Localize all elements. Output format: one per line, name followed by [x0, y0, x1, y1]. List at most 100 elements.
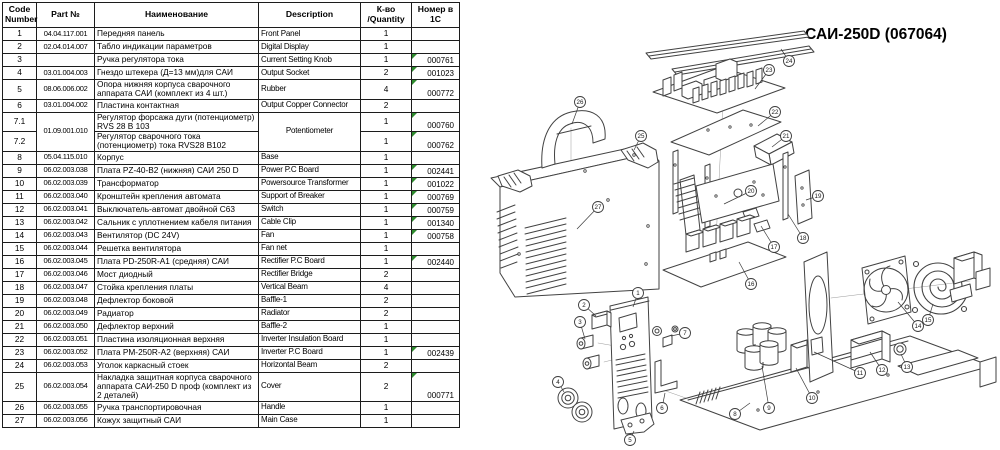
- cell-code: 2: [2, 40, 37, 54]
- cell-part: 06.02.003.046: [36, 267, 95, 282]
- cell-name: Сальник с уплотнением кабеля питания: [94, 215, 259, 230]
- cell-1c-number: 001023: [411, 66, 460, 80]
- cell-code: 16: [2, 254, 37, 269]
- cell-1c-number: 000772: [411, 79, 460, 100]
- cell-part: 06.02.003.056: [36, 413, 95, 428]
- cell-part: 06.02.003.053: [36, 358, 95, 373]
- callout-9: 9: [761, 365, 775, 414]
- cell-part: 06.02.003.052: [36, 345, 95, 360]
- svg-text:22: 22: [772, 109, 779, 116]
- cell-code: 19: [2, 293, 37, 308]
- cell-code: 3: [2, 53, 37, 67]
- cell-code: 6: [2, 98, 37, 113]
- cell-1c-number: [411, 27, 460, 41]
- cell-name: Радиатор: [94, 306, 259, 321]
- cell-1c-number: 000759: [411, 202, 460, 217]
- svg-text:11: 11: [857, 370, 864, 377]
- green-corner-marker: [412, 80, 417, 85]
- cell-description: Fan: [258, 228, 361, 243]
- green-corner-marker: [412, 216, 417, 222]
- column-header-2: Наименование: [94, 2, 259, 28]
- cell-1c-number: 001340: [411, 215, 460, 230]
- cell-name: Накладка защитная корпуса сварочного апп…: [94, 371, 259, 402]
- cell-quantity: 1: [360, 163, 412, 178]
- cell-quantity: 2: [360, 371, 412, 402]
- cell-description: Vertical Beam: [258, 280, 361, 295]
- cell-1c-number: [411, 280, 460, 295]
- cell-part: 06.02.003.050: [36, 319, 95, 334]
- cell-description: Radiator: [258, 306, 361, 321]
- cell-name: Регулятор форсажа дуги (потенциометр) RV…: [94, 111, 259, 133]
- green-corner-marker: [412, 346, 417, 352]
- cell-code: 22: [2, 332, 37, 347]
- cell-quantity: 1: [360, 202, 412, 217]
- callout-23: 23: [754, 64, 775, 90]
- cell-description: Handle: [258, 400, 361, 415]
- cell-code: 12: [2, 202, 37, 217]
- cell-quantity: 2: [360, 306, 412, 321]
- column-header-4: К-во /Quantity: [360, 2, 412, 28]
- cell-code: 25: [2, 371, 37, 402]
- svg-text:3: 3: [578, 319, 582, 326]
- callout-10: 10: [795, 367, 818, 404]
- svg-text:15: 15: [925, 317, 932, 324]
- cell-description: Power P.C Board: [258, 163, 361, 178]
- cell-name: Трансформатор: [94, 176, 259, 191]
- cell-part: 01.09.001.010: [36, 111, 95, 152]
- cell-quantity: 4: [360, 79, 412, 100]
- svg-text:16: 16: [748, 281, 755, 288]
- cell-1c-number: 002441: [411, 163, 460, 178]
- svg-text:26: 26: [577, 99, 584, 106]
- callout-13: 13: [900, 353, 913, 373]
- cell-code: 7.1: [2, 111, 37, 133]
- svg-text:13: 13: [904, 364, 911, 371]
- cell-description: Cover: [258, 371, 361, 402]
- cell-code: 7.2: [2, 131, 37, 152]
- callout-24: 24: [780, 48, 795, 67]
- cell-name: Опора нижняя корпуса сварочного аппарата…: [94, 79, 259, 100]
- callout-11: 11: [813, 351, 866, 379]
- cell-part: 03.01.004.003: [36, 66, 95, 80]
- cell-code: 27: [2, 413, 37, 428]
- cell-quantity: 1: [360, 131, 412, 152]
- cell-part: 06.02.003.044: [36, 241, 95, 256]
- cell-quantity: 1: [360, 53, 412, 67]
- green-corner-marker: [412, 255, 417, 261]
- cell-1c-number: 000761: [411, 53, 460, 67]
- cell-name: Стойка крепления платы: [94, 280, 259, 295]
- svg-text:14: 14: [915, 323, 922, 330]
- cell-1c-number: [411, 358, 460, 373]
- cell-1c-number: [411, 413, 460, 428]
- cell-description: Fan net: [258, 241, 361, 256]
- cell-1c-number: [411, 241, 460, 256]
- cell-quantity: 1: [360, 215, 412, 230]
- cell-part: 06.02.003.045: [36, 254, 95, 269]
- callout-14: 14: [897, 301, 924, 332]
- cell-quantity: 1: [360, 400, 412, 415]
- cell-description: Main Case: [258, 413, 361, 428]
- cell-name: Передняя панель: [94, 27, 259, 41]
- cell-description: Output Copper Connector: [258, 98, 361, 113]
- svg-text:20: 20: [748, 188, 755, 195]
- callout-20: 20: [723, 185, 757, 205]
- svg-text:21: 21: [783, 133, 790, 140]
- cell-quantity: 1: [360, 40, 412, 54]
- cell-name: Пластина контактная: [94, 98, 259, 113]
- callout-5: 5: [624, 430, 636, 446]
- cell-description: Digital Display: [258, 40, 361, 54]
- cell-part: 06.02.003.040: [36, 189, 95, 204]
- cell-1c-number: 000769: [411, 189, 460, 204]
- cell-part: 06.02.003.039: [36, 176, 95, 191]
- cell-quantity: 1: [360, 254, 412, 269]
